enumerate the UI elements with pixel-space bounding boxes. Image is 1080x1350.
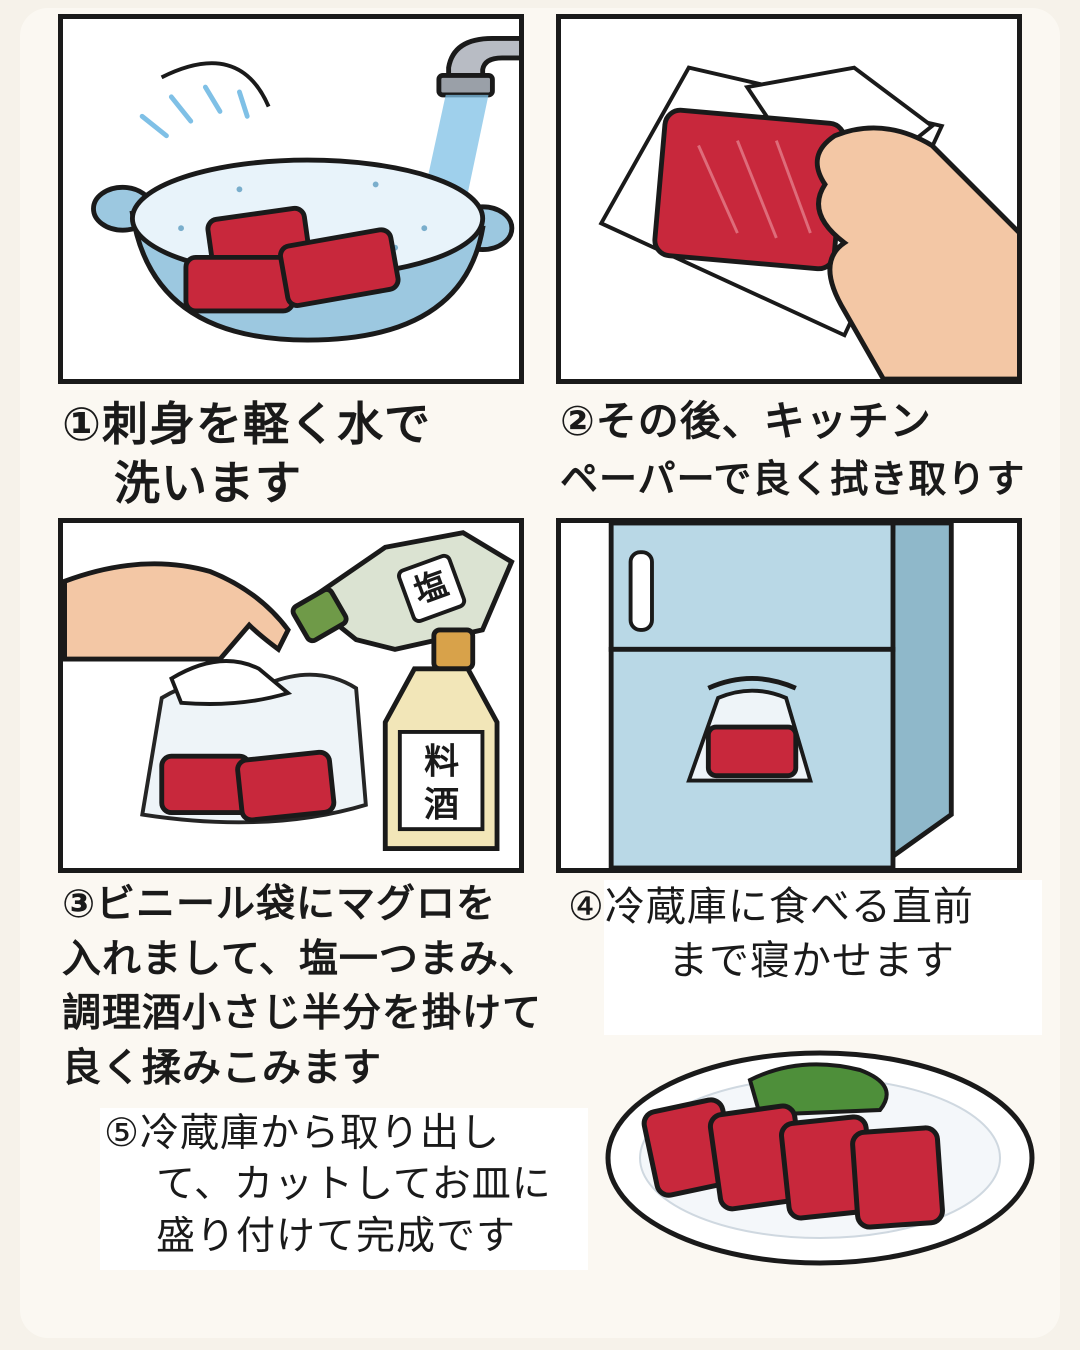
step4-line2: まで寝かせます: [668, 938, 955, 984]
step5-line3: 盛り付けて完成です: [156, 1213, 517, 1259]
tuna-block-icon: [183, 205, 401, 314]
salt-bottle-icon: 塩: [290, 530, 515, 652]
hand-icon: [814, 125, 1017, 379]
step3-line3: 調理酒小さじ半分を掛けて: [62, 991, 543, 1037]
step2-illustration: [556, 14, 1022, 384]
refrigerator-icon: [608, 523, 954, 868]
step1-line1: ①刺身を軽く水で: [62, 397, 431, 451]
step3-line2: 入れまして、塩一つまみ、: [62, 936, 539, 982]
sake-bottle-icon: 料 酒: [382, 627, 500, 851]
step1-line2: 洗います: [114, 455, 302, 510]
colander-icon: [91, 36, 519, 343]
sake-label-1: 料: [424, 743, 459, 783]
step1-illustration: [58, 14, 524, 384]
step3-illustration: 塩 料 酒: [58, 518, 524, 873]
plate-icon: [605, 1050, 1035, 1266]
plastic-bag-icon: 塩 料 酒: [63, 530, 515, 851]
step2-caption: ②その後、キッチン ペーパーで良く拭き取りす: [560, 395, 1025, 504]
paper-towel-icon: [598, 65, 1017, 379]
step3-line1: ③ビニール袋にマグロを: [62, 882, 497, 927]
step1-caption: ①刺身を軽く水で 洗います: [62, 395, 431, 513]
step5-line1: ⑤冷蔵庫から取り出し: [104, 1111, 500, 1156]
step4-line1: ④冷蔵庫に食べる直前: [568, 884, 974, 930]
step5-caption-box: [100, 1108, 588, 1270]
step4-caption-box: [604, 880, 1042, 1035]
sake-label-2: 酒: [424, 785, 459, 825]
step2-line2: ペーパーで良く拭き取りす: [560, 457, 1026, 502]
step5-caption: ⑤冷蔵庫から取り出し て、カットしてお皿に 盛り付けて完成です: [104, 1108, 552, 1262]
step2-line1: ②その後、キッチン: [560, 397, 932, 445]
step4-illustration: [556, 518, 1022, 873]
step3-line4: 良く揉みこみます: [62, 1045, 383, 1091]
step5-line2: て、カットしてお皿に: [156, 1162, 552, 1208]
faucet-icon: [436, 36, 519, 98]
step4-caption: ④冷蔵庫に食べる直前 まで寝かせます: [568, 880, 974, 988]
step3-caption: ③ビニール袋にマグロを 入れまして、塩一つまみ、 調理酒小さじ半分を掛けて 良く…: [62, 878, 542, 1096]
